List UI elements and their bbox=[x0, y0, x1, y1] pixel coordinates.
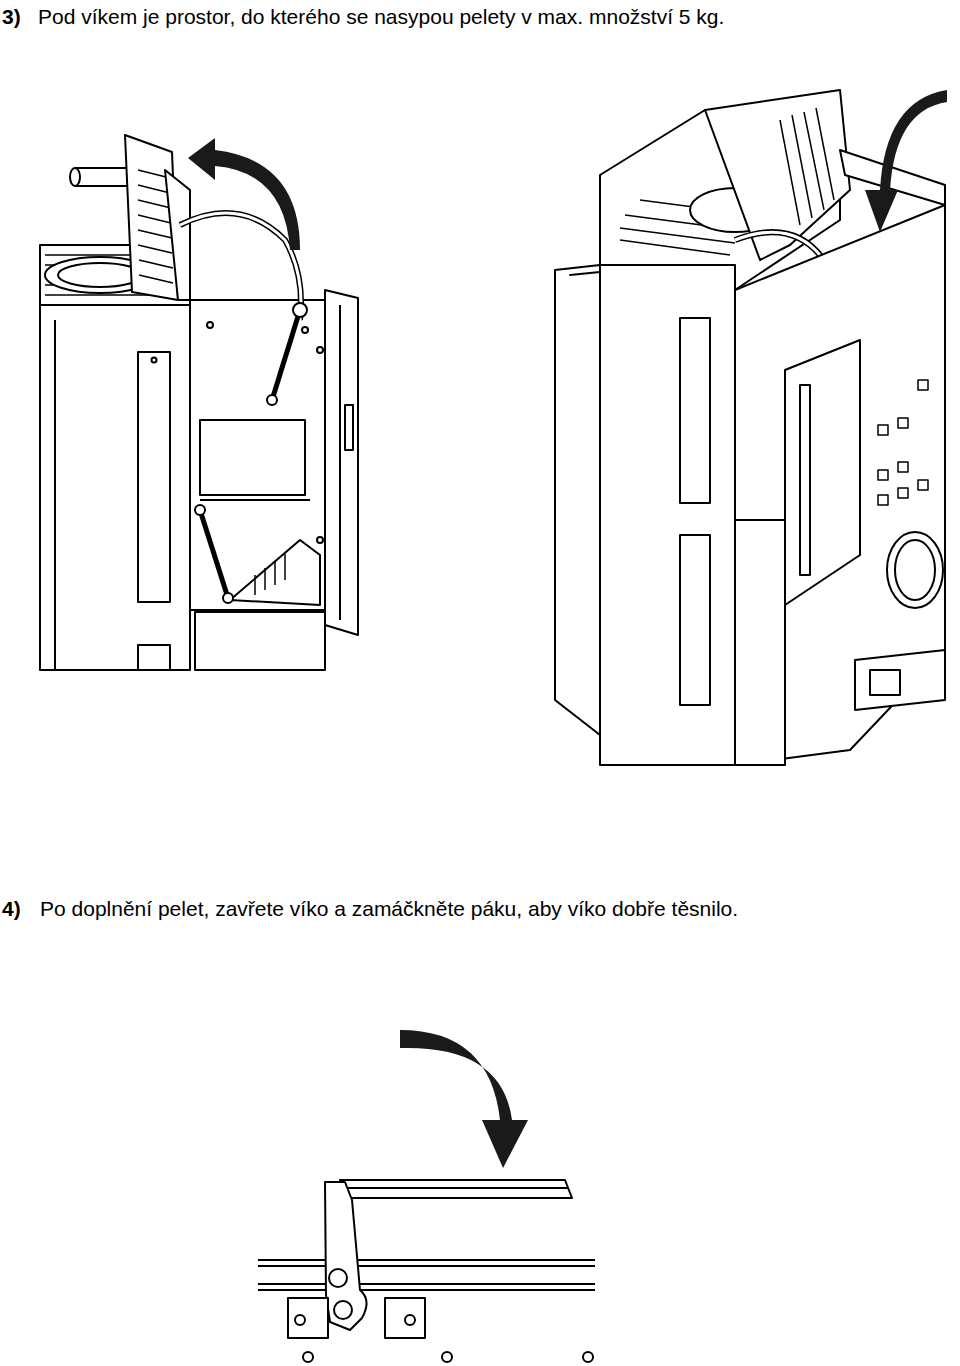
instruction-text: Pod víkem je prostor, do kterého se nasy… bbox=[38, 4, 724, 30]
lid-lever-detail bbox=[258, 1180, 595, 1362]
step-number: 3) bbox=[2, 4, 21, 30]
close-arrow bbox=[865, 90, 947, 232]
stove-open-lid bbox=[40, 135, 358, 670]
step-number: 4) bbox=[2, 896, 21, 922]
open-arrow bbox=[188, 138, 300, 250]
instruction-text: Po doplnění pelet, zavřete víko a zamáčk… bbox=[40, 896, 738, 922]
close-arrow bbox=[400, 1030, 528, 1168]
